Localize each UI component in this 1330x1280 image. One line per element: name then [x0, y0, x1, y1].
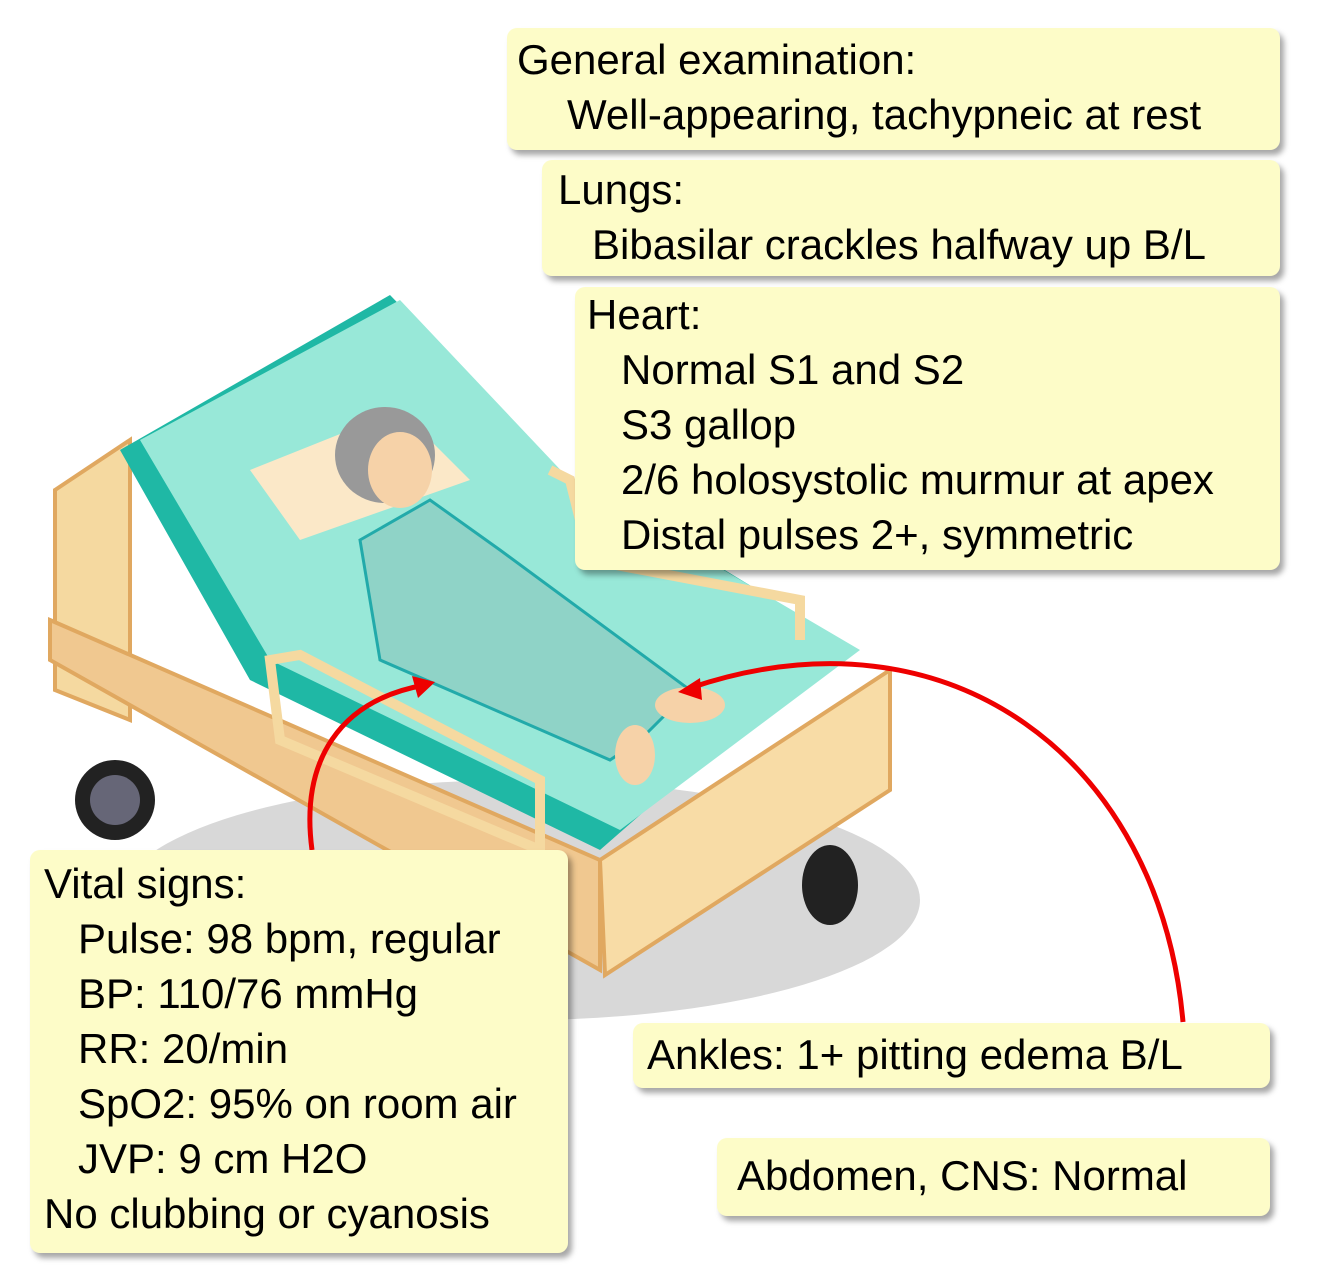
arrow-to-ankles: [689, 661, 1186, 1023]
abdomen-cns-box: Abdomen, CNS: Normal: [717, 1138, 1270, 1216]
heart-item: Normal S1 and S2: [621, 346, 965, 393]
arrow-to-hand: [307, 682, 426, 851]
vital-sign-item: SpO2: 95% on room air: [78, 1080, 517, 1127]
abdomen-cns-text: Abdomen, CNS: Normal: [737, 1152, 1188, 1199]
vital-signs-footer: No clubbing or cyanosis: [44, 1190, 490, 1237]
lungs-item: Bibasilar crackles halfway up B/L: [592, 221, 1206, 268]
vital-sign-item: JVP: 9 cm H2O: [78, 1135, 368, 1182]
heart-item: S3 gallop: [621, 401, 797, 448]
lungs-box: Lungs: Bibasilar crackles halfway up B/L: [542, 160, 1280, 276]
foot: [655, 687, 725, 723]
arrowhead: [678, 678, 702, 700]
heart-item: Distal pulses 2+, symmetric: [621, 511, 1134, 558]
vital-signs-title: Vital signs:: [44, 860, 247, 907]
heart-item: 2/6 holosystolic murmur at apex: [621, 456, 1214, 503]
vital-sign-item: BP: 110/76 mmHg: [78, 970, 419, 1017]
general-exam-title: General examination:: [517, 36, 917, 83]
ankles-box: Ankles: 1+ pitting edema B/L: [633, 1023, 1270, 1088]
vital-signs-box: Vital signs: Pulse: 98 bpm, regular BP: …: [30, 850, 568, 1253]
foot: [615, 725, 655, 785]
lungs-title: Lungs:: [558, 166, 685, 213]
vital-sign-item: Pulse: 98 bpm, regular: [78, 915, 501, 962]
vital-sign-item: RR: 20/min: [78, 1025, 289, 1072]
general-exam-item: Well-appearing, tachypneic at rest: [567, 91, 1202, 138]
heart-box: Heart: Normal S1 and S2 S3 gallop 2/6 ho…: [575, 287, 1280, 570]
heart-title: Heart:: [587, 291, 702, 338]
arrowhead: [412, 676, 435, 698]
ankles-text: Ankles: 1+ pitting edema B/L: [647, 1031, 1183, 1078]
patient: [250, 407, 725, 785]
general-exam-box: General examination: Well-appearing, tac…: [507, 28, 1280, 150]
